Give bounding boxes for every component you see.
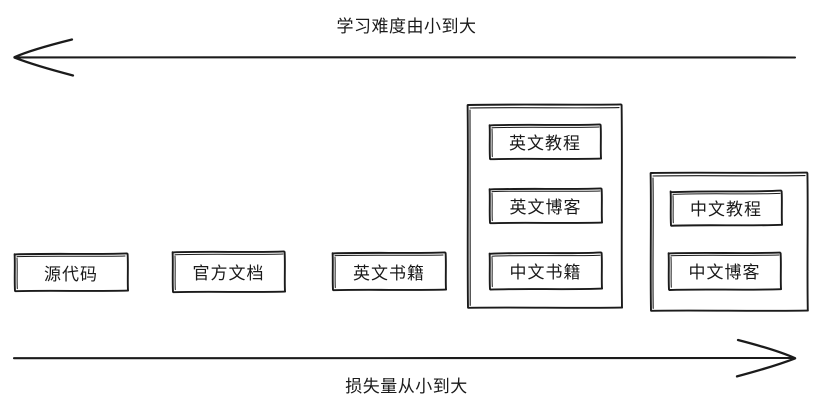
node-source-code[interactable]: 源代码 — [14, 253, 128, 291]
node-official-docs[interactable]: 官方文档 — [172, 251, 285, 291]
node-label: 中文书籍 — [509, 263, 582, 282]
node-label: 源代码 — [44, 264, 98, 284]
node-english-books[interactable]: 英文书籍 — [332, 252, 446, 290]
node-label: 中文教程 — [690, 200, 762, 219]
node-chinese-blogs[interactable]: 中文博客 — [668, 252, 781, 289]
bottom-axis-label: 损失量从小到大 — [345, 377, 468, 396]
node-label: 英文书籍 — [353, 263, 425, 283]
node-label: 中文博客 — [688, 263, 761, 282]
node-english-tutorials[interactable]: 英文教程 — [489, 124, 601, 159]
left-arrow-icon — [13, 38, 797, 77]
top-axis-label: 学习难度由小到大 — [336, 17, 477, 36]
node-english-blogs[interactable]: 英文博客 — [489, 188, 602, 223]
node-label: 官方文档 — [192, 263, 265, 283]
node-label: 英文博客 — [509, 198, 582, 217]
node-chinese-tutorials[interactable]: 中文教程 — [670, 190, 782, 225]
node-label: 英文教程 — [509, 134, 581, 153]
node-chinese-books[interactable]: 中文书籍 — [489, 252, 602, 289]
right-arrow-icon — [12, 338, 797, 378]
